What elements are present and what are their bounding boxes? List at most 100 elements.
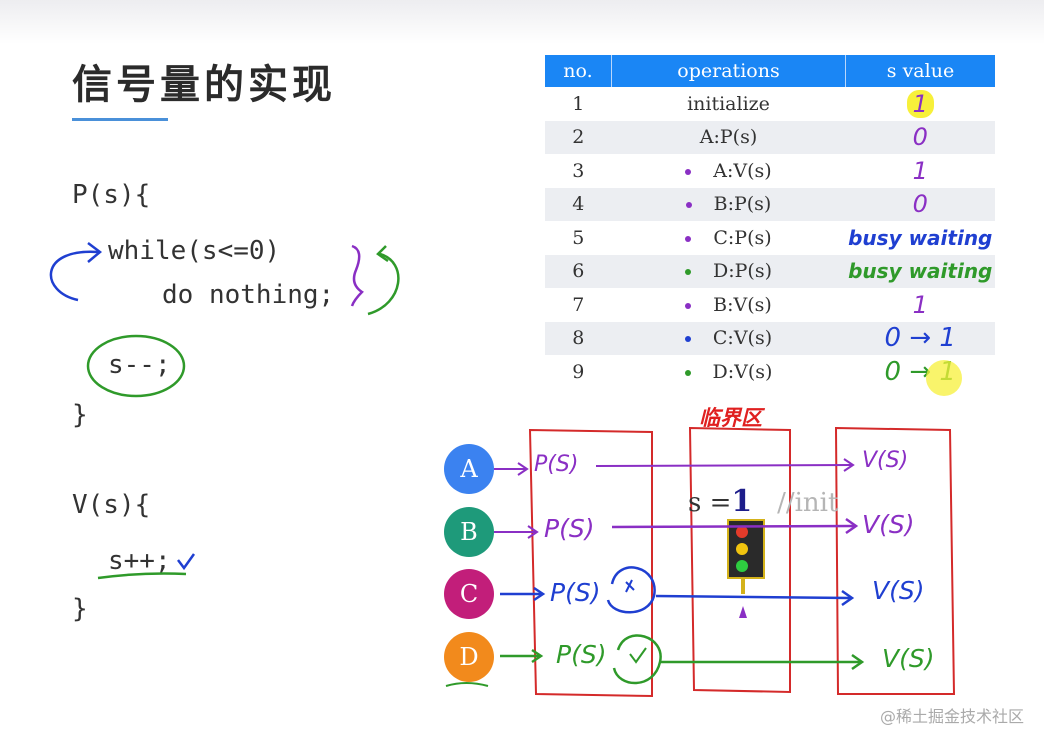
pointer-triangle [739, 606, 747, 618]
arrow-b-in-head [527, 525, 539, 539]
loop-arrowhead-right [376, 245, 389, 263]
cell-s: 1 [846, 87, 996, 121]
s-value-text: 0 [912, 123, 928, 152]
cell-op: D:V(s) [612, 355, 846, 389]
top-gradient [0, 0, 1044, 44]
table-row: 6 D:P(s) busy waiting [545, 254, 995, 288]
arrow-a-through-head [843, 458, 855, 472]
cell-op: B:V(s) [612, 288, 846, 322]
header-operations: operations [611, 55, 846, 87]
arrow-b-through [611, 524, 855, 529]
row-marker-dot [685, 202, 692, 209]
code-p-close: } [72, 400, 88, 430]
traffic-light-yellow [736, 543, 748, 555]
cell-no: 1 [572, 92, 585, 115]
p-label-b: P(S) [544, 514, 595, 543]
traffic-light-red [736, 526, 748, 538]
loop-arrow-right [367, 252, 400, 316]
process-d-underline [445, 682, 489, 687]
cell-s: 0 → 1 [845, 321, 995, 355]
cell-no: 4 [545, 187, 612, 221]
op-text: B:V(s) [713, 293, 772, 316]
cell-no: 2 [545, 120, 612, 154]
cell-s: busy waiting [846, 221, 996, 255]
process-a-circle: A [444, 444, 494, 494]
arrow-c-in-head [533, 586, 546, 602]
s-init-value: 1 [731, 484, 753, 519]
table-row: 3 A:V(s) 1 [545, 154, 995, 188]
cell-no: 5 [572, 226, 585, 249]
table-row: 1 initialize 1 [545, 87, 995, 121]
arrow-d-through-head [851, 653, 865, 671]
s-init-comment: //init [777, 488, 839, 518]
v-label-a: V(S) [862, 448, 909, 473]
cell-no: 3 [572, 159, 585, 182]
cell-op: A:V(s) [612, 154, 846, 188]
row-marker-dot [685, 302, 692, 309]
v-label-d: V(S) [882, 644, 935, 673]
traffic-light-green [736, 560, 748, 572]
op-text: C:P(s) [713, 226, 772, 249]
title-underline [72, 118, 168, 121]
table-row: 7 B:V(s) 1 [545, 288, 995, 322]
left-column-box [528, 428, 653, 698]
cell-s: 0 [845, 120, 995, 154]
wait-check-d [629, 647, 647, 664]
wait-mark-c [625, 579, 635, 593]
code-p-header: P(s){ [72, 180, 151, 210]
cell-op: D:P(s) [611, 254, 846, 288]
row-marker-dot [685, 235, 692, 242]
arrow-b-through-head [845, 517, 859, 535]
p-label-c: P(S) [550, 578, 601, 607]
code-v-close: } [72, 594, 88, 624]
table-row: 2 A:P(s) 0 [545, 120, 995, 154]
header-s-value: s value [845, 55, 995, 87]
arrow-c-through [655, 594, 851, 600]
traffic-light-pole [741, 578, 745, 594]
s-value-text: 1 [912, 156, 928, 185]
table-header-row: no. operations s value [545, 55, 995, 87]
cell-no: 6 [545, 254, 612, 288]
cell-op: A:P(s) [611, 120, 846, 154]
arrow-c-through-head [841, 589, 855, 607]
cell-s: 0 [845, 187, 995, 221]
cell-no: 7 [572, 293, 585, 316]
row-marker-dot [684, 369, 691, 376]
v-label-b: V(S) [862, 510, 915, 539]
s-value-text: busy waiting [848, 225, 993, 250]
table-row: 4 B:P(s) 0 [545, 187, 995, 221]
cell-op: C:P(s) [612, 221, 846, 255]
op-text: B:P(s) [713, 193, 772, 216]
p-label-a: P(S) [534, 452, 579, 477]
cell-op: C:V(s) [611, 321, 846, 355]
cell-op: initialize [687, 92, 770, 115]
op-text: C:V(s) [712, 327, 773, 350]
cell-op: B:P(s) [611, 187, 846, 221]
op-text: A:V(s) [713, 159, 772, 182]
s-value-text: 1 [906, 89, 934, 118]
op-text: D:V(s) [712, 360, 773, 383]
decrement-circle [86, 334, 186, 398]
cell-no: 9 [572, 360, 585, 383]
highlight-final-1 [926, 360, 962, 396]
arrow-a-in-head [517, 462, 529, 476]
critical-section-label: 临界区 [699, 406, 762, 430]
op-text: D:P(s) [713, 260, 772, 283]
row-marker-dot [685, 269, 691, 276]
right-column-box [834, 426, 956, 695]
process-d-circle: D [444, 632, 494, 682]
code-p-decrement: s--; [108, 350, 171, 380]
watermark: @稀土掘金技术社区 [880, 707, 1025, 726]
loop-arrowhead-left [87, 242, 103, 263]
p-label-d: P(S) [556, 640, 607, 669]
increment-underline [97, 572, 187, 580]
cell-no: 8 [545, 321, 612, 355]
increment-check [177, 553, 196, 571]
operations-table: no. operations s value 1 initialize 1 2 … [545, 55, 995, 389]
page-title: 信号量的实现 [72, 62, 336, 108]
brace-purple [350, 244, 364, 307]
code-p-body: do nothing; [162, 280, 335, 310]
s-init-prefix: s = [688, 488, 732, 518]
code-v-header: V(s){ [72, 490, 151, 520]
row-marker-dot [685, 168, 692, 175]
